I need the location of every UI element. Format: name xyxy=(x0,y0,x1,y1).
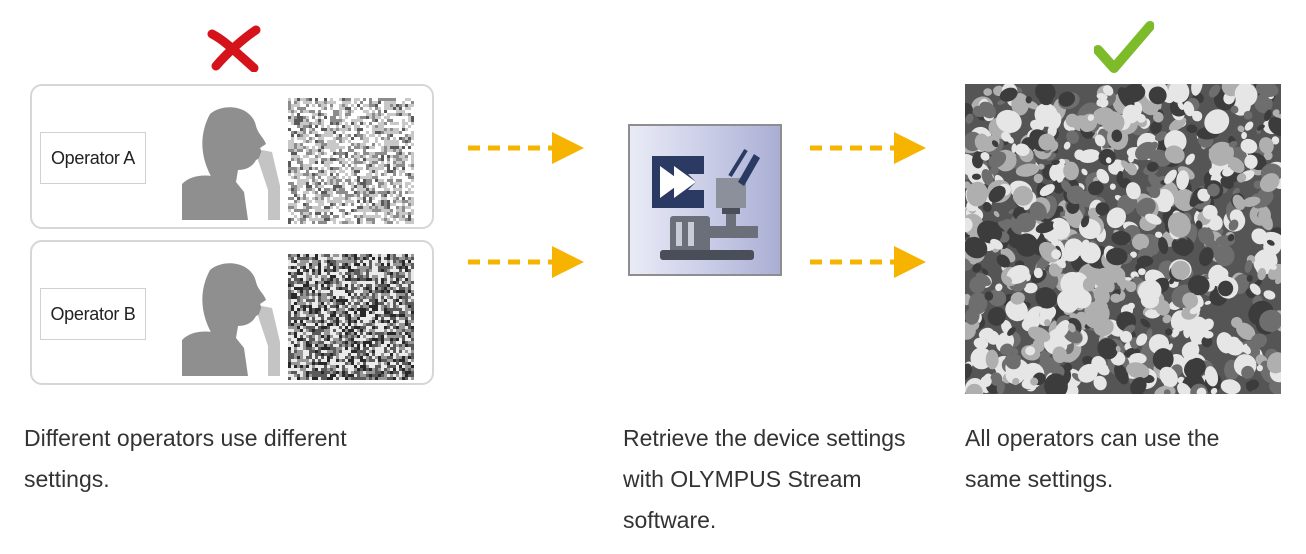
dashed-arrow-icon xyxy=(810,246,926,278)
sample-image-operator-a xyxy=(288,98,414,224)
operator-b-panel: Operator B xyxy=(30,240,434,385)
dashed-arrow-icon xyxy=(468,132,584,164)
dashed-arrow-icon xyxy=(468,246,584,278)
red-x-icon xyxy=(207,25,261,72)
middle-caption: Retrieve the device settings with OLYMPU… xyxy=(623,425,906,533)
operator-a-label: Operator A xyxy=(40,132,146,184)
sample-image-operator-b xyxy=(288,254,414,380)
right-caption: All operators can use the same settings. xyxy=(965,425,1220,492)
operator-a-panel: Operator A xyxy=(30,84,434,229)
left-caption: Different operators use different settin… xyxy=(24,425,347,492)
microscope-settings-icon-box xyxy=(628,124,782,276)
microscope-settings-icon xyxy=(652,148,760,260)
operator-b-label: Operator B xyxy=(40,288,146,340)
dashed-arrow-icon xyxy=(810,132,926,164)
operator-silhouette-icon xyxy=(182,107,280,220)
uniform-result-image xyxy=(965,84,1281,394)
green-check-icon xyxy=(1094,21,1154,73)
operator-silhouette-icon xyxy=(182,263,280,376)
